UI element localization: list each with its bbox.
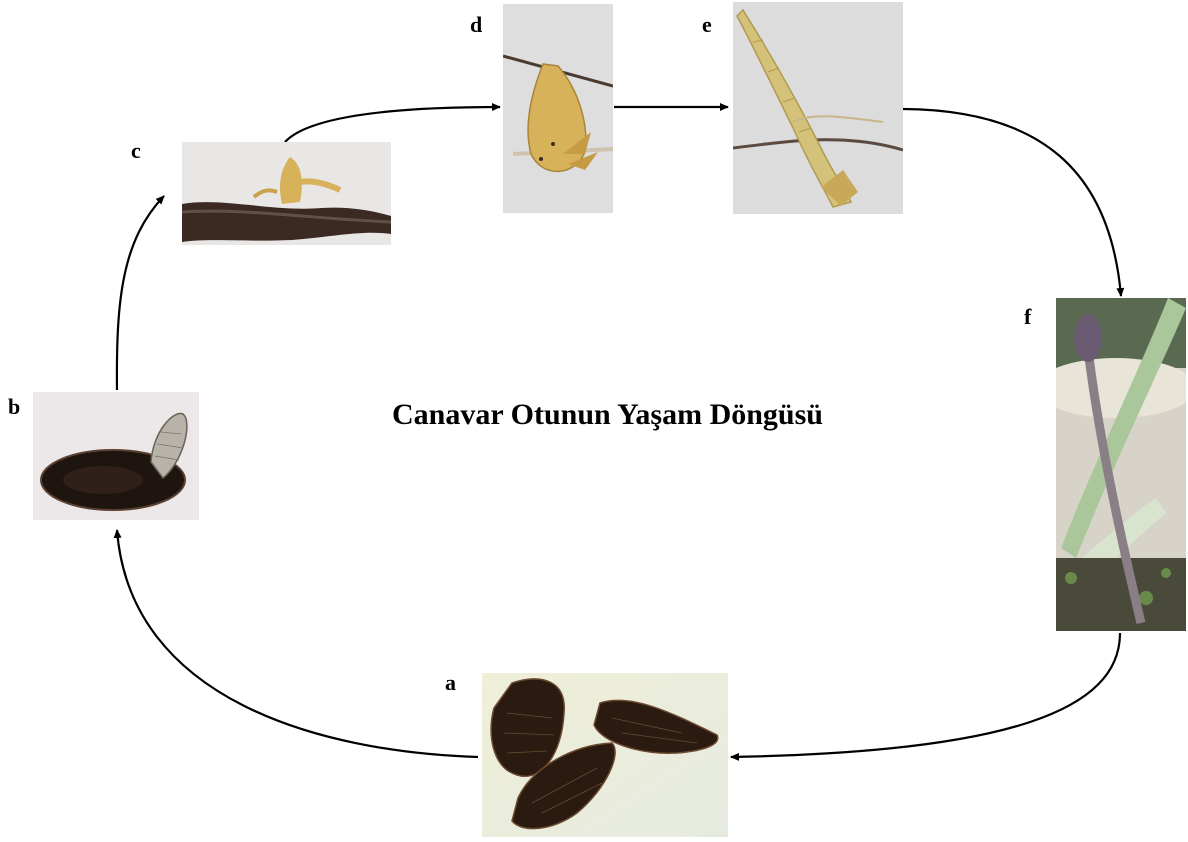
stage-label-f: f [1024, 306, 1031, 328]
arrow-e-to-f [903, 109, 1121, 296]
stage-label-a: a [445, 672, 456, 694]
stage-label-d: d [470, 14, 482, 36]
arrow-f-to-a [731, 633, 1120, 757]
arrow-a-to-b [117, 530, 478, 757]
emerged-flowering-shoot-photo [1056, 298, 1186, 631]
diagram-title: Canavar Otunun Yaşam Döngüsü [392, 398, 892, 432]
seeds-photo [482, 673, 728, 837]
stage-label-b: b [8, 396, 20, 418]
stage-label-c: c [131, 140, 141, 162]
germinating-seed-photo [33, 392, 199, 520]
arrow-c-to-d [285, 107, 500, 142]
arrow-b-to-c [117, 196, 164, 390]
host-root-attachment-photo [182, 142, 391, 245]
underground-shoot-photo [733, 2, 903, 214]
tubercle-photo [503, 4, 613, 213]
stage-label-e: e [702, 14, 712, 36]
